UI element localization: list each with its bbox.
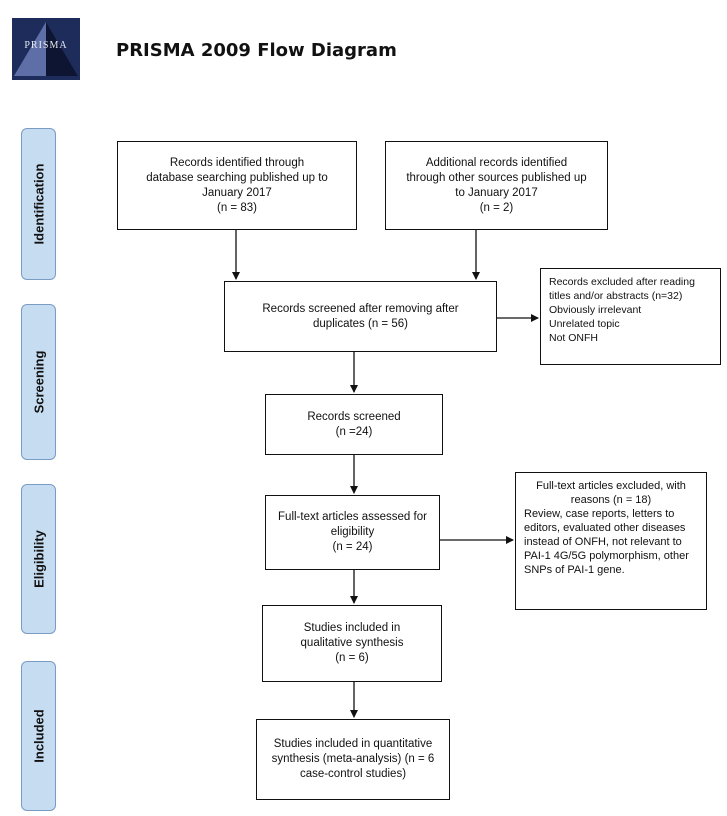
box-excluded-fulltext-heading: Full-text articles excluded, with reason… xyxy=(536,480,686,506)
box-records-screened-text: Records screened (n =24) xyxy=(307,410,401,438)
box-screened-after-duplicates: Records screened after removing after du… xyxy=(224,281,497,352)
prisma-logo: PRISMA xyxy=(12,18,80,80)
box-qualitative-synthesis-text: Studies included in qualitative synthesi… xyxy=(300,622,404,664)
box-screened-after-duplicates-text: Records screened after removing after du… xyxy=(262,302,459,330)
box-excluded-abstracts: Records excluded after reading titles an… xyxy=(540,268,721,365)
box-fulltext-assessed: Full-text articles assessed for eligibil… xyxy=(265,495,440,570)
phase-eligibility: Eligibility xyxy=(21,484,56,634)
box-records-screened: Records screened (n =24) xyxy=(265,394,443,455)
box-other-records: Additional records identified through ot… xyxy=(385,141,608,230)
logo-text: PRISMA xyxy=(24,40,68,51)
box-database-records-text: Records identified through database sear… xyxy=(146,156,328,214)
phase-included: Included xyxy=(21,661,56,811)
page-title: PRISMA 2009 Flow Diagram xyxy=(116,40,397,61)
box-quantitative-synthesis-text: Studies included in quantitative synthes… xyxy=(271,738,435,780)
box-other-records-text: Additional records identified through ot… xyxy=(406,156,587,214)
box-excluded-fulltext: Full-text articles excluded, with reason… xyxy=(515,472,707,610)
phase-identification: Identification xyxy=(21,128,56,280)
box-quantitative-synthesis: Studies included in quantitative synthes… xyxy=(256,719,450,800)
logo-triangle-icon xyxy=(12,18,80,80)
box-excluded-abstracts-text: Records excluded after reading titles an… xyxy=(549,276,695,344)
box-database-records: Records identified through database sear… xyxy=(117,141,357,230)
box-qualitative-synthesis: Studies included in qualitative synthesi… xyxy=(262,605,442,682)
phase-screening: Screening xyxy=(21,304,56,460)
box-excluded-fulltext-reasons: Review, case reports, letters to editors… xyxy=(524,508,689,576)
box-fulltext-assessed-text: Full-text articles assessed for eligibil… xyxy=(278,511,427,553)
